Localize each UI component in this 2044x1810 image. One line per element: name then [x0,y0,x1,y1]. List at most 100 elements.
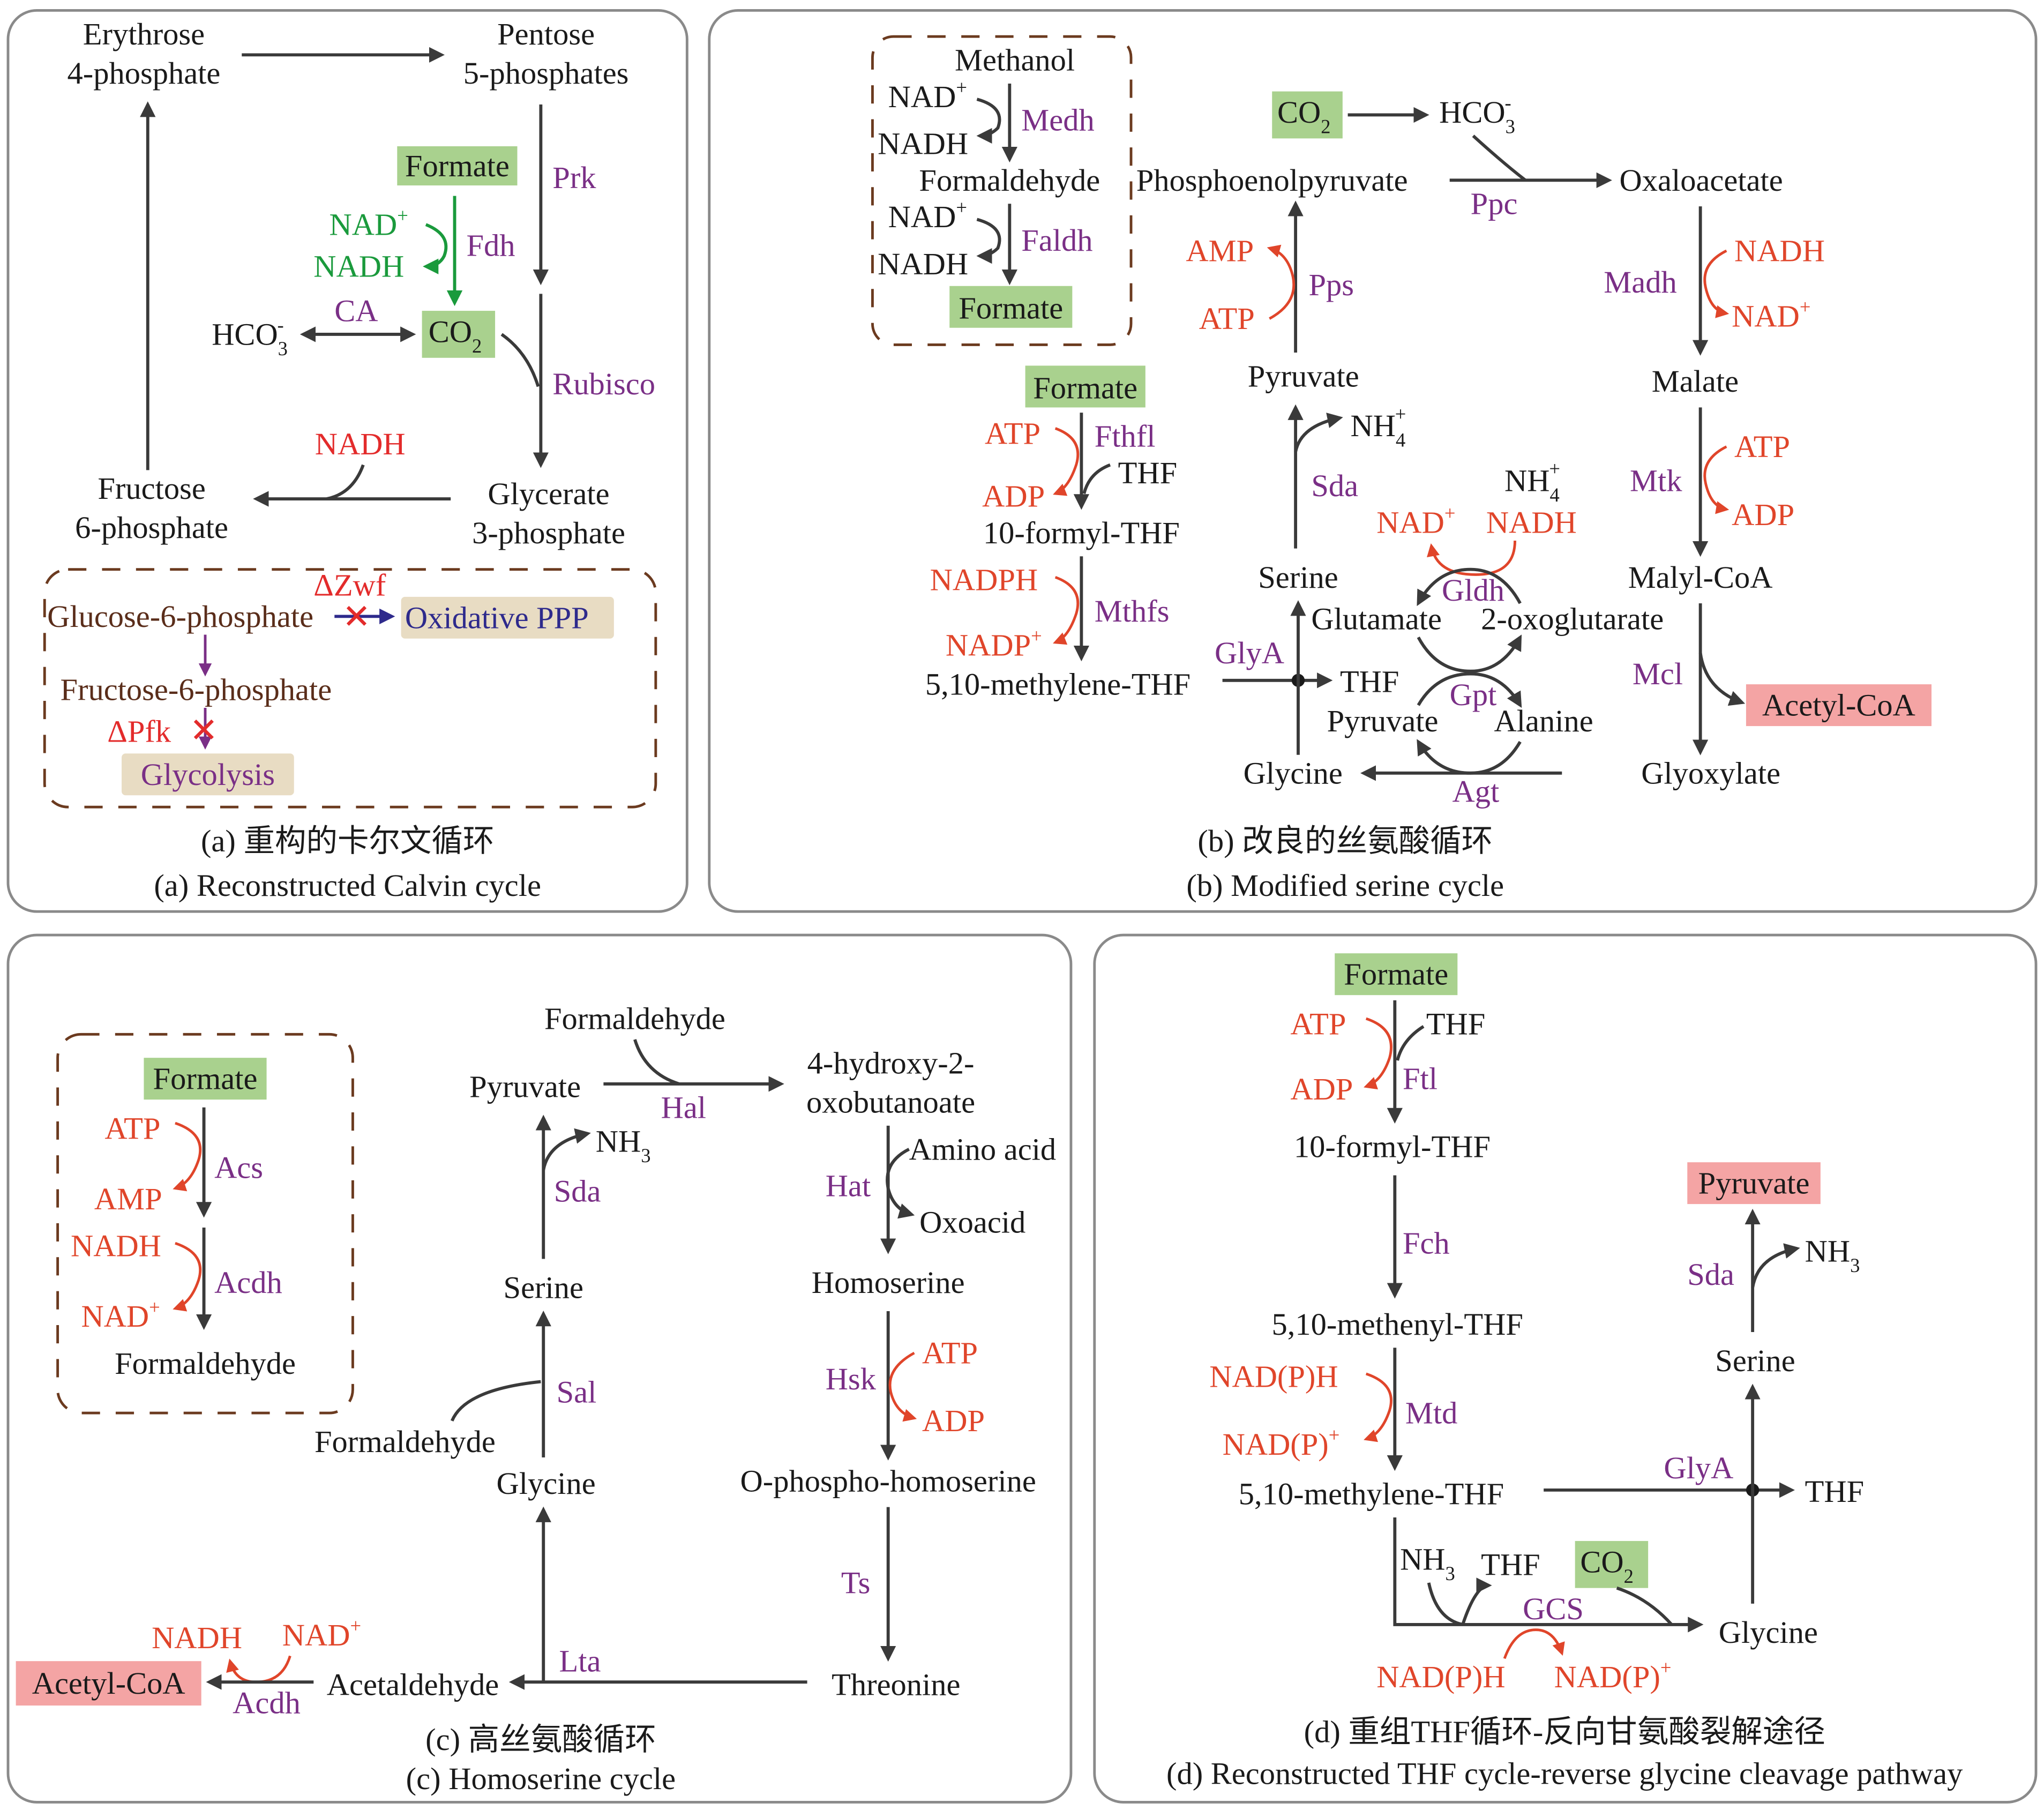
enzyme-pps: Pps [1308,267,1354,302]
medh-cofactor-arc [976,98,1001,144]
glycolysis-label: Glycolysis [141,757,275,792]
enzyme-gcs: GCS [1523,1591,1584,1626]
fructose-6-phosphate-ko: Fructose-6-phosphate [60,672,332,707]
enzyme-acdh-1: Acdh [214,1265,282,1300]
nadh-2: NADH [878,246,968,281]
panel-d-thf-cycle-reverse-glycine-cleavage: Formate ATP THF Ftl ADP 10-formyl-THF Fc… [1093,933,2038,1804]
glycolysis-highlight [122,753,294,796]
nadp-plus-d: NAD(P)+ [1223,1424,1340,1462]
co2-highlight-d [1575,1540,1649,1588]
formate-highlight [397,146,518,186]
nadh-madh: NADH [1734,233,1825,268]
enzyme-sda-c: Sda [554,1173,601,1208]
bicarbonate-b: HCO3- [1439,92,1515,138]
gldh-cofactor-arc [1427,541,1516,576]
nh3-d: NH3 [1400,1542,1455,1584]
atp-d: ATP [1290,1006,1346,1041]
nh3-release-arc-c [542,1128,591,1171]
formaldehyde-into-sal-arc [450,1380,541,1422]
nadh-c: NADH [71,1229,161,1263]
formyl-thf: 10-formyl-THF [983,515,1180,550]
nadh-consumption-arc [326,464,365,500]
nad-plus-c: NAD+ [81,1296,160,1334]
methylene-thf-d: 5,10-methylene-THF [1239,1477,1504,1512]
panel-b-caption-cn: (b) 改良的丝氨酸循环 [1197,824,1493,858]
nh4-release-arc [1294,413,1343,452]
oxidative-ppp-label: Oxidative PPP [405,600,589,635]
enzyme-medh: Medh [1021,103,1094,138]
o-phospho-homoserine: O-phospho-homoserine [740,1463,1036,1498]
atp-mtk: ATP [1734,429,1790,464]
formate-label: Formate [405,148,510,183]
enzyme-glya-b: GlyA [1215,635,1284,670]
enzyme-sda-d: Sda [1687,1257,1734,1292]
panel-a-caption-en: (a) Reconstructed Calvin cycle [154,868,541,903]
thf-1-d: THF [1426,1006,1486,1041]
amp: AMP [1186,233,1254,268]
glycine-c: Glycine [497,1466,596,1501]
gldh-gpt-cycle-arc-bottom [1417,634,1522,673]
formaldehyde-top-c: Formaldehyde [544,1001,725,1036]
hco3-into-ppc-arc [1472,134,1526,182]
glyoxylate: Glyoxylate [1641,756,1780,790]
enzyme-ts: Ts [841,1565,870,1600]
thf-release-gcs-arc [1461,1577,1492,1625]
panel-d-frame [1093,933,2038,1804]
erythrose-4-phosphate-line1: Erythrose [83,17,205,51]
enzyme-gpt: Gpt [1450,677,1497,712]
panel-c-frame [6,933,1073,1804]
formaldehyde: Formaldehyde [919,163,1100,198]
serine-b: Serine [1258,560,1338,595]
panel-c-homoserine-cycle: Formate ATP Acs AMP NADH Acdh NAD+ Forma… [6,933,1073,1804]
panel-a-caption-cn: (a) 重构的卡尔文循环 [201,824,494,858]
atp-fthfl: ATP [985,416,1040,451]
glycine-d: Glycine [1719,1615,1818,1650]
cross-zwf-icon: ✕ [342,598,371,635]
hat-cofactor-arc [886,1148,915,1219]
glycine-b: Glycine [1244,756,1343,790]
2-oxoglutarate: 2-oxoglutarate [1481,602,1664,637]
faldh-cofactor-arc [976,218,1001,264]
knockout-pfk: ΔPfk [107,714,171,749]
acetyl-coa-b: Acetyl-CoA [1762,688,1915,723]
panel-a-reconstructed-calvin-cycle: Erythrose 4-phosphate Pentose 5-phosphat… [6,9,688,913]
ftl-cofactor-arc [1364,1017,1392,1090]
enzyme-fthfl: Fthfl [1095,419,1156,454]
phosphoenolpyruvate: Phosphoenolpyruvate [1136,163,1408,198]
enzyme-gldh: Gldh [1442,573,1504,608]
knockout-zwf: ΔZwf [313,567,386,602]
enzyme-fch: Fch [1403,1226,1450,1261]
co2-d: CO2 [1580,1544,1634,1587]
acdh-cofactor-arc-1 [173,1241,202,1312]
enzyme-sal: Sal [557,1375,597,1410]
atp-hsk: ATP [922,1335,978,1370]
acetylcoa-release-arc [1698,653,1746,706]
formate-highlight-d [1335,953,1458,996]
nh3-c: NH3 [596,1124,651,1166]
nh3-release-arc-d [1751,1243,1800,1288]
panel-d-caption-cn: (d) 重组THF循环-反向甘氨酸裂解途径 [1304,1714,1825,1749]
methylene-thf-b: 5,10-methylene-THF [925,667,1191,702]
alanine: Alanine [1494,704,1593,738]
acetaldehyde: Acetaldehyde [327,1667,499,1702]
gldh-cycle-arc-top [1417,567,1522,607]
adp-hsk: ADP [922,1403,985,1438]
pyruvate-d: Pyruvate [1698,1166,1810,1201]
co2-highlight [422,311,496,358]
oxidative-ppp-highlight [401,596,614,639]
nad-plus-2: NAD+ [888,197,967,234]
pyruvate-b: Pyruvate [1248,358,1359,393]
enzyme-mtk: Mtk [1630,463,1682,498]
co2-highlight-b [1272,91,1343,139]
panel-b-modified-serine-cycle: Methanol NAD+ NADH Medh Formaldehyde NAD… [708,9,2038,913]
bicarbonate: HCO3- [212,314,288,360]
formaldehyde-box-c: Formaldehyde [115,1346,296,1381]
gcs-cofactor-arc [1503,1628,1565,1659]
thf-2: THF [1340,664,1399,699]
atp-acs: ATP [104,1111,160,1146]
formyl-thf-d: 10-formyl-THF [1294,1129,1491,1164]
adp-fthfl: ADP [982,479,1045,514]
formate-box-highlight [949,286,1073,328]
enzyme-mthfs: Mthfs [1095,594,1170,629]
oxoacid: Oxoacid [919,1205,1025,1240]
